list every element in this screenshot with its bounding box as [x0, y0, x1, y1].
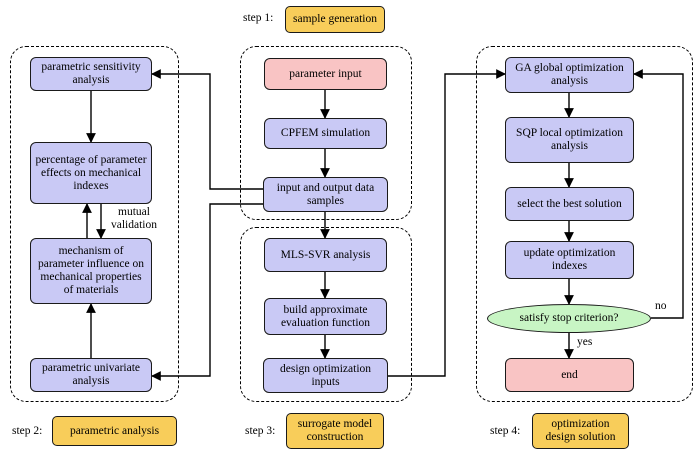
design-optimization-inputs-box: design optimization inputs: [263, 358, 388, 393]
mechanism-of-parameter-influence-box: mechanism of parameter influence on mech…: [30, 238, 152, 304]
step2-title: parametric analysis: [52, 416, 177, 446]
mls-svr-analysis-box: MLS-SVR analysis: [264, 238, 387, 272]
yes-label: yes: [577, 336, 593, 348]
arrow-samples-to-sensitivity: [151, 69, 263, 190]
input-output-data-samples-box: input and output data samples: [263, 177, 388, 212]
satisfy-stop-criterion-decision: satisfy stop criterion?: [487, 304, 651, 333]
arrow-samples-to-univariate: [151, 203, 263, 381]
arrow-no-to-ga: [633, 69, 684, 319]
step4-label: step 4:: [490, 425, 521, 437]
arrow-design-to-ga: [388, 69, 506, 377]
step4-title: optimization design solution: [532, 413, 629, 449]
select-best-solution-box: select the best solution: [505, 187, 634, 221]
mutual-validation-label: mutual validation: [111, 206, 157, 231]
no-label: no: [655, 300, 667, 312]
step1-label: step 1:: [243, 12, 274, 24]
step2-label: step 2:: [12, 425, 43, 437]
sqp-local-optimization-box: SQP local optimization analysis: [505, 117, 634, 163]
cpfem-simulation-box: CPFEM simulation: [264, 118, 387, 149]
sample-generation-group: [240, 46, 412, 220]
update-optimization-indexes-box: update optimization indexes: [505, 241, 634, 279]
step1-title: sample generation: [285, 6, 385, 33]
build-approximate-evaluation-function-box: build approximate evaluation function: [264, 298, 387, 335]
optimization-group: [476, 46, 693, 402]
surrogate-model-group: [240, 227, 412, 402]
parametric-analysis-group: [10, 46, 179, 402]
parameter-input-box: parameter input: [264, 58, 387, 90]
end-box: end: [505, 358, 634, 392]
step3-title: surrogate model construction: [286, 413, 384, 449]
percentage-of-parameter-effects-box: percentage of parameter effects on mecha…: [30, 142, 152, 204]
step3-label: step 3:: [245, 425, 276, 437]
ga-global-optimization-box: GA global optimization analysis: [505, 57, 634, 93]
parametric-sensitivity-analysis-box: parametric sensitivity analysis: [30, 57, 152, 91]
parametric-univariate-analysis-box: parametric univariate analysis: [30, 358, 152, 392]
